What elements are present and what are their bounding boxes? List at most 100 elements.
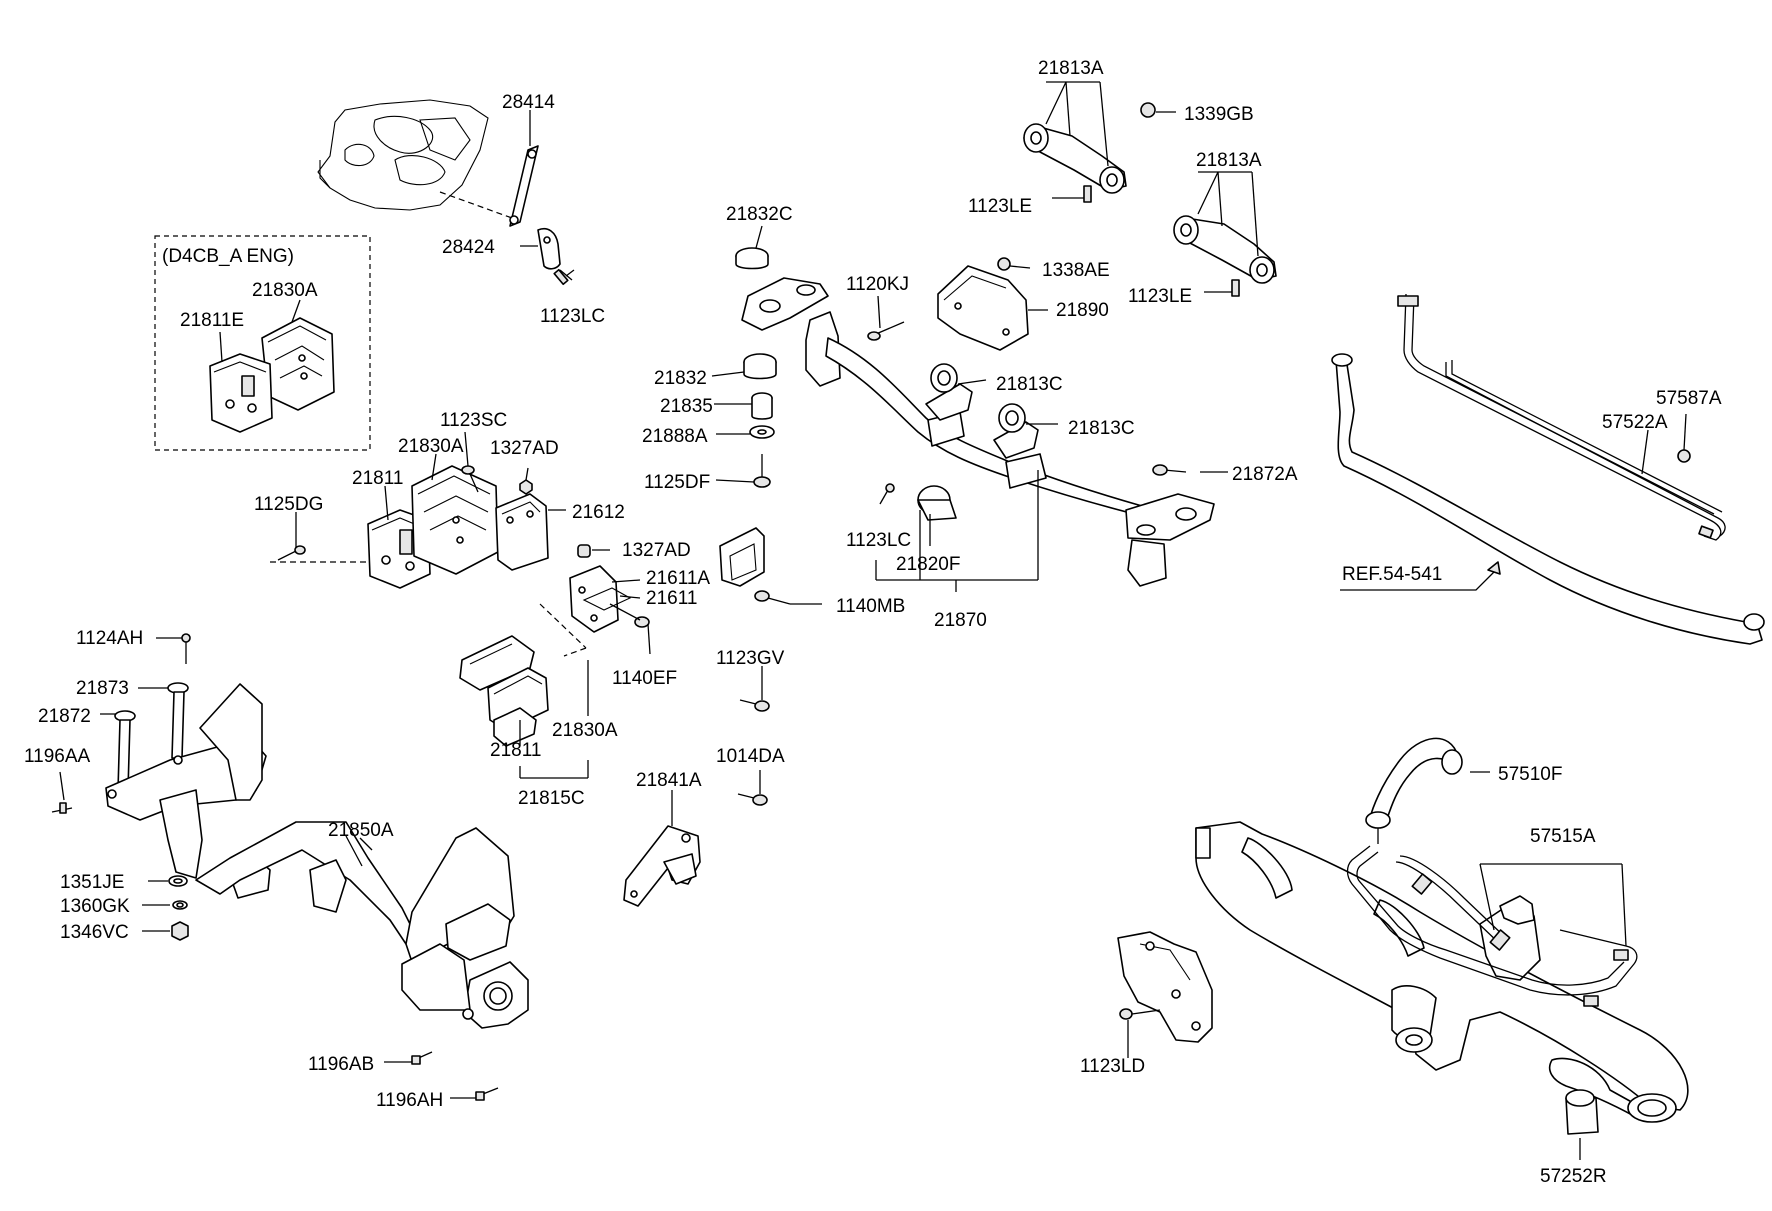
label-21813A-b: 21813A bbox=[1196, 150, 1262, 171]
label-21850A: 21850A bbox=[328, 820, 394, 841]
subframe-21850A bbox=[105, 683, 529, 1029]
ref-arrow bbox=[1340, 561, 1501, 591]
washer-1351JE bbox=[148, 875, 188, 887]
label-1123GV: 1123GV bbox=[716, 648, 785, 669]
label-1327AD-b: 1327AD bbox=[622, 540, 691, 561]
label-1124AH: 1124AH bbox=[76, 628, 143, 649]
label-21873: 21873 bbox=[76, 678, 129, 699]
label-21813A-a: 21813A bbox=[1038, 58, 1104, 79]
bracket-21820F bbox=[917, 485, 957, 546]
crossmember-21870 bbox=[741, 277, 1215, 592]
label-57587A: 57587A bbox=[1656, 388, 1722, 409]
mount-21813C-b bbox=[993, 403, 1058, 459]
bolt-1196AA bbox=[51, 771, 73, 814]
bolt-21873 bbox=[138, 682, 189, 759]
bolt-1124AH bbox=[156, 633, 191, 664]
label-21611A: 21611A bbox=[646, 568, 710, 589]
bolt-1123SC bbox=[461, 431, 479, 493]
nut-1339GB bbox=[1140, 102, 1176, 118]
nut-1327AD-b bbox=[577, 544, 610, 558]
label-21811-a: 21811 bbox=[352, 468, 403, 489]
mount-21811E bbox=[209, 331, 273, 433]
label-1125DF: 1125DF bbox=[644, 472, 710, 493]
mount-21813A-a bbox=[1023, 81, 1127, 194]
label-21813C-a: 21813C bbox=[996, 374, 1063, 395]
label-ref-54-541: REF.54-541 bbox=[1342, 564, 1442, 585]
label-21832: 21832 bbox=[654, 368, 707, 389]
leader-21850A bbox=[345, 835, 363, 867]
bracket-21841A bbox=[623, 790, 701, 907]
label-1123LD: 1123LD bbox=[1080, 1056, 1145, 1077]
label-1196AH: 1196AH bbox=[376, 1090, 443, 1111]
label-1346VC: 1346VC bbox=[60, 922, 129, 943]
label-21890: 21890 bbox=[1056, 300, 1109, 321]
label-1196AA: 1196AA bbox=[24, 746, 91, 767]
pipe-57515A bbox=[1346, 845, 1638, 1007]
label-1338AE: 1338AE bbox=[1042, 260, 1110, 281]
nut-1338AE bbox=[997, 257, 1031, 271]
nut-1327AD-a bbox=[519, 467, 533, 495]
label-21820F: 21820F bbox=[896, 554, 960, 575]
label-57522A: 57522A bbox=[1602, 412, 1668, 433]
spacer-21835 bbox=[714, 392, 773, 420]
bolt-1125DG bbox=[270, 512, 368, 563]
bracket-steering-mount bbox=[1117, 931, 1213, 1043]
bolt-1123LE-a bbox=[1052, 185, 1092, 203]
bracket-28424 bbox=[520, 228, 561, 270]
tube-57522A bbox=[1397, 293, 1726, 541]
d4cb-engine-group-box bbox=[154, 235, 371, 451]
label-57252R: 57252R bbox=[1540, 1166, 1607, 1187]
mount-assembly-21815C bbox=[459, 603, 589, 779]
bracket-21612 bbox=[495, 493, 566, 571]
bracket-small-center bbox=[719, 527, 765, 587]
label-1327AD-a: 1327AD bbox=[490, 438, 559, 459]
bracket-21611A bbox=[569, 565, 641, 633]
label-1014DA: 1014DA bbox=[716, 746, 785, 767]
hose-57510F bbox=[1365, 737, 1490, 844]
bolt-1123LC-b bbox=[879, 483, 895, 505]
shield-21890 bbox=[937, 265, 1048, 351]
label-21815C: 21815C bbox=[518, 788, 585, 809]
label-1125DG: 1125DG bbox=[254, 494, 323, 515]
bolt-1120KJ bbox=[867, 295, 905, 341]
label-1360GK: 1360GK bbox=[60, 896, 130, 917]
label-21870: 21870 bbox=[934, 610, 987, 631]
label-21830A-b: 21830A bbox=[398, 436, 464, 457]
bushing-21832 bbox=[711, 353, 777, 380]
label-57515A: 57515A bbox=[1530, 826, 1596, 847]
labels: 28414 28424 1123LC (D4CB_A ENG) 21830A 2… bbox=[24, 58, 1722, 1187]
bolt-1140EF bbox=[609, 603, 651, 655]
label-21888A: 21888A bbox=[642, 426, 708, 447]
nut-1346VC bbox=[142, 921, 189, 941]
clip-57587A bbox=[1677, 413, 1691, 463]
label-1123LE-b: 1123LE bbox=[1128, 286, 1192, 307]
label-1123LC-b: 1123LC bbox=[846, 530, 911, 551]
label-28414: 28414 bbox=[502, 92, 555, 113]
label-21830A-a: 21830A bbox=[252, 280, 318, 301]
label-1196AB: 1196AB bbox=[308, 1054, 374, 1075]
label-57510F: 57510F bbox=[1498, 764, 1562, 785]
label-1123LC-a: 1123LC bbox=[540, 306, 605, 327]
engine-outline bbox=[317, 99, 489, 211]
washer-21888A bbox=[716, 425, 775, 439]
bolt-1196AH bbox=[450, 1087, 499, 1101]
mount-21813A-b bbox=[1173, 171, 1277, 284]
label-21611: 21611 bbox=[646, 588, 697, 609]
steering-rack bbox=[1195, 821, 1689, 1123]
bolt-1196AB bbox=[384, 1051, 433, 1065]
stabilizer-bar bbox=[1331, 353, 1765, 645]
label-1339GB: 1339GB bbox=[1184, 104, 1254, 125]
label-21813C-b: 21813C bbox=[1068, 418, 1135, 439]
bolt-1125DF bbox=[715, 454, 771, 488]
mount-21813C-a bbox=[925, 363, 987, 421]
washer-1360GK bbox=[142, 900, 188, 910]
mount-21830A-main bbox=[411, 453, 499, 575]
label-21872-a: 21872 bbox=[38, 706, 91, 727]
bolt-1123LE-b bbox=[1204, 279, 1240, 297]
label-21872A: 21872A bbox=[1232, 464, 1298, 485]
label-21835: 21835 bbox=[660, 396, 713, 417]
bracket-28414 bbox=[439, 110, 539, 227]
label-21811-b: 21811 bbox=[490, 740, 541, 761]
label-1351JE: 1351JE bbox=[60, 872, 124, 893]
